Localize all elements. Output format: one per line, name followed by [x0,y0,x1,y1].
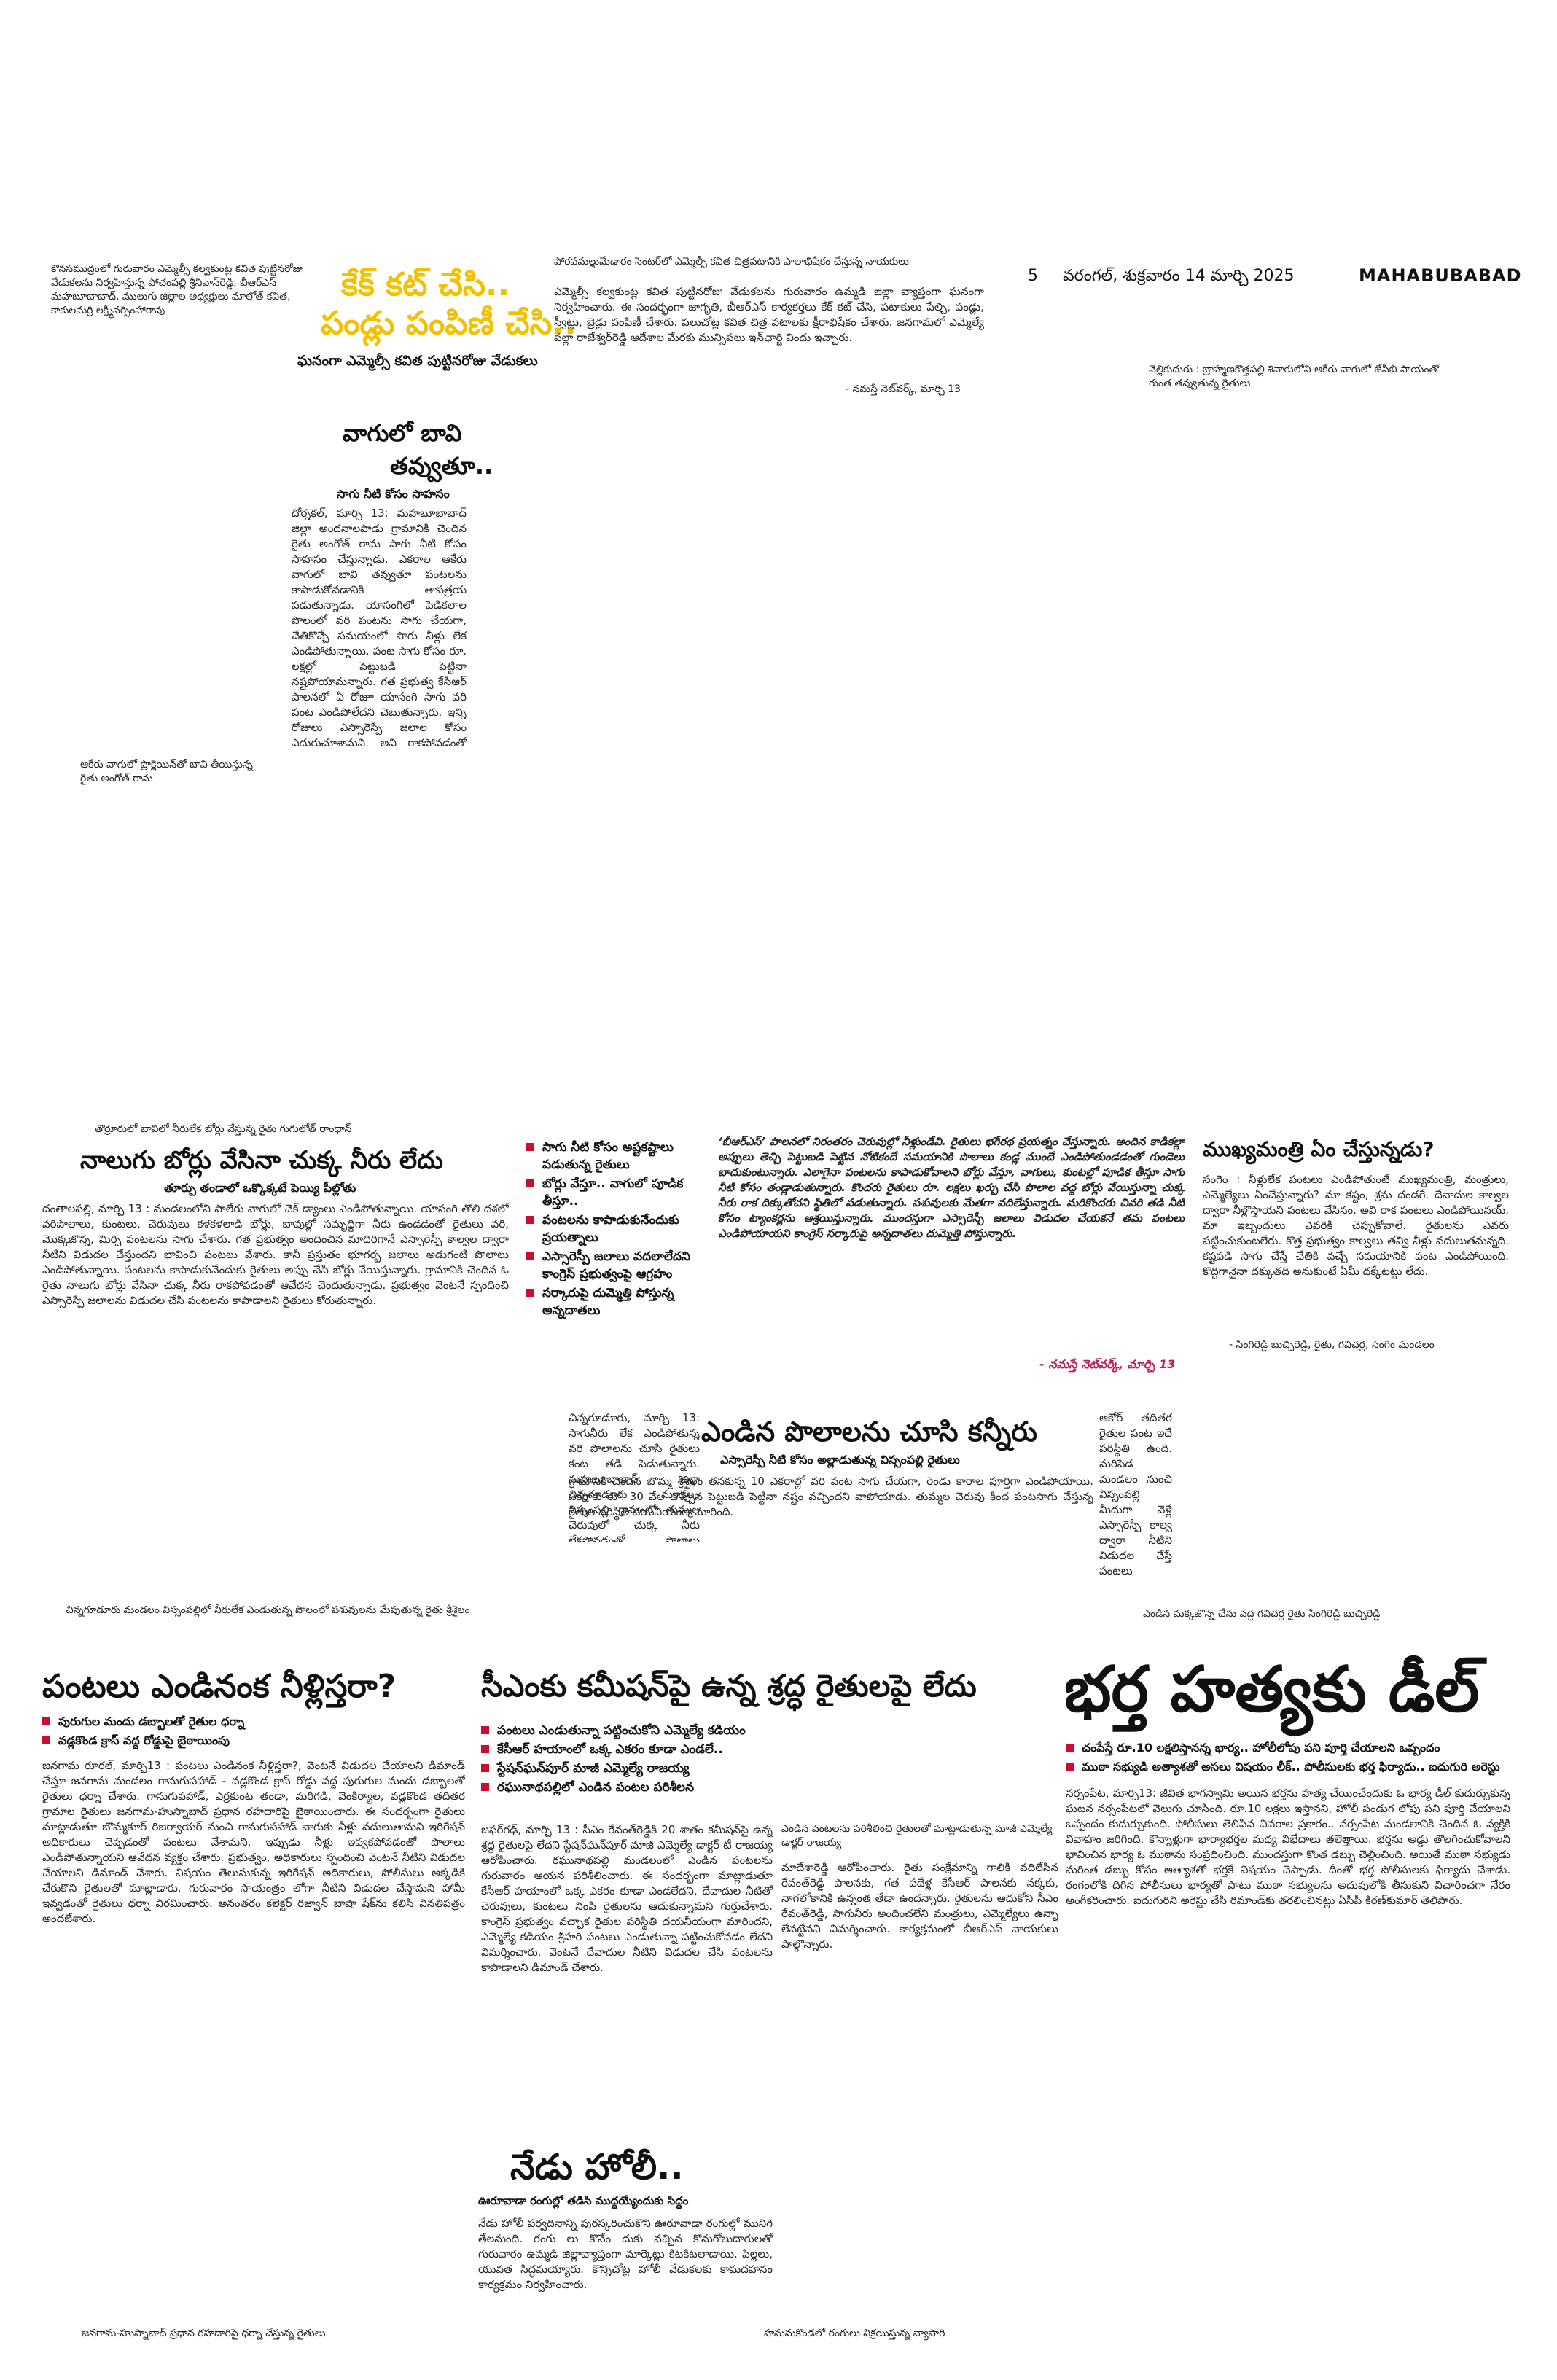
commission-bullet: కేసీఆర్ హయాంలో ఒక్క ఎకరం కూడా ఎండలే.. [481,1741,889,1758]
kavitha-subhead: ఘనంగా ఎమ్మెల్సీ కవిత పుట్టినరోజు వేడుకలు [297,353,538,369]
neellu-bullet: పురుగుల మందు డబ్బాలతో రైతుల ధర్నా [42,1713,450,1731]
summary-bullet: పంటలను కాపాడుకునేందుకు ప్రయత్నాలు [526,1212,701,1246]
edition-name: MAHABUBABAD [1359,265,1522,286]
vaagu-body-tail [82,789,461,830]
kanneeru-subhead: ఎస్సారెస్పీ నీటి కోసం అల్లాడుతున్న విస్స… [720,1453,960,1467]
summary-bullet: బోర్లు వేస్తూ.. వాగులో పూడిక తీస్తూ.. [526,1175,701,1210]
deal-headline: భర్త హత్యకు డీల్ [1064,1653,1480,1726]
commission-body-right: మాదేశారెడ్డి ఆరోపించారు. రైతు సంక్షేమాన్… [781,1861,1058,1951]
neellu-photo-caption: జనగామ-హుస్నాబాద్ ప్రధాన రహదారిపై ధర్నా చ… [82,2328,326,2339]
holi-headline: నేడు హోలీ.. [510,2147,684,2188]
page-number: 5 [1028,267,1038,285]
vaagu-photo-caption: ఆకేరు వాగులో ప్రొక్లెయిన్‌తో బావి తీయిస్… [80,759,253,784]
neellu-body: జనగామ రూరల్, మార్చి13 : పంటలు ఎండినంక నీ… [42,1759,465,1925]
deal-bullets: చంపేస్తే రూ.10 లక్షలిస్తానన్న భార్య.. హో… [1066,1739,1510,1777]
kanneeru-headline: ఎండిన పొలాలను చూసి కన్నీరు [701,1416,1037,1448]
vaagu-headline-2: తవ్వుతూ.. [390,452,493,480]
borlu-photo-caption: తొర్రూరులో బావిలో నీరులేక బోర్లు వేస్తున… [95,1123,352,1135]
commission-photo-caption: ఎండిన పంటలను పరిశీలించి రైతులతో మాట్లాడు… [781,1823,1053,1849]
cm-photo-caption: ఎండిన మక్కజొన్న చేను వద్ద గవిచర్ల రైతు స… [1143,1608,1381,1620]
holi-subhead: ఊరూవాడా రంగుల్లో తడిసి ముద్దయ్యేందుకు సి… [478,2194,689,2207]
holi-body: నేడు హోలీ పర్వదినాన్ని పురస్కరించుకొని ఊ… [478,2217,773,2291]
summary-credit: - నమస్తే నెట్‌వర్క్, మార్చి 13 [1039,1357,1176,1371]
kavitha-credit: - నమస్తే నెట్‌వర్క్, మార్చి 13 [846,383,961,395]
kavitha-headline-2: పండ్లు పంపిణీ చేసి.. [321,305,577,342]
page-date: వరంగల్, శుక్రవారం 14 మార్చి 2025 [1063,267,1295,285]
kanneeru-body-left: చిన్నగూడూరు, మార్చి 13: సాగునీరు లేక ఎండ… [569,1411,700,1542]
commission-bullet: స్టేషన్‌ఘన్‌పూర్ మాజీ ఎమ్మెల్యే రాజయ్య [481,1760,889,1777]
neellu-bullet: వడ్లకొండ క్రాస్ వద్ద రోడ్డుపై బైఠాయింపు [42,1732,450,1749]
commission-body: జఫర్‌గఢ్, మార్చి 13 : సీఎం రేవంత్‌రెడ్డి… [481,1823,773,1974]
vaagu-body: దోర్నకల్, మార్చి 13: మహబూబాబాద్ జిల్లా అ… [292,507,467,746]
deal-bullet: చంపేస్తే రూ.10 లక్షలిస్తానన్న భార్య.. హో… [1066,1739,1510,1757]
summary-bullets: సాగు నీటి కోసం అష్టకష్టాలు పడుతున్న రైతు… [526,1139,701,1321]
summary-bullet: సర్కారుపై దుమ్మెత్తి పోస్తున్న అన్నదాతలు [526,1284,701,1319]
kavitha-photo-caption: పోరవమల్లుమేడారం సెంటర్‌లో ఎమ్మెల్సీ కవిత… [554,256,909,268]
top-left-caption: కొనసముద్రంలో గురువారం ఎమ్మెల్సీ కల్వకుంట… [51,263,303,316]
summary-bullet: సాగు నీటి కోసం అష్టకష్టాలు పడుతున్న రైతు… [526,1139,701,1174]
neellu-headline: పంటలు ఎండినంక నీళ్లిస్తరా? [42,1668,397,1705]
cm-credit: - సింగిరెడ్డి బుచ్చిరెడ్డి, రైతు, గవిచర్… [1229,1339,1435,1351]
borlu-body: దంతాలపల్లి, మార్చి 13 : మండలంలోని పాలేరు… [42,1202,509,1307]
commission-bullet: పంటలు ఎండుతున్నా పట్టించుకోని ఎమ్మెల్యే … [481,1722,889,1739]
neellu-bullets: పురుగుల మందు డబ్బాలతో రైతుల ధర్నా వడ్లకొ… [42,1713,450,1751]
kavitha-headline-1: కేక్ కట్ చేసి.. [341,266,510,303]
borlu-subhead: తూర్పు తండాలో ఒక్కొక్కటే పెయ్యి పీల్లోతు [164,1181,356,1195]
kanneeru-photo-caption: చిన్నగూడూరు మండలం విస్సంపల్లిలో నీరులేక … [66,1604,470,1616]
summary-bullet: ఎస్సారెస్పీ జలాలు వదలాలేదని కాంగ్రెస్ ప్… [526,1248,701,1283]
summary-body: ‘బీఆర్ఎస్’ పాలనలో నిరంతరం చెరువుల్లో నీళ… [718,1135,1185,1240]
kavitha-body: ఎమ్మెల్సీ కల్వకుంట్ల కవిత పుట్టినరోజు వే… [554,285,984,344]
cm-body: సంగెం : నీళ్లులేక పంటలు ఎండిపోతుంటే ముఖ్… [1203,1173,1509,1278]
borlu-headline: నాలుగు బోర్లు వేసినా చుక్క నీరు లేదు [80,1146,443,1175]
kanneeru-body-right: ఆకోర్ తదితర రైతుల పంట ఇదే పరిస్థితి ఉంది… [1099,1411,1172,1577]
kanneeru-body-mid: గ్రామానికి చెందిన బొమ్మ శ్రీశైలం తనకున్న… [569,1475,1093,1518]
top-right-caption: నెల్లికుదురు : బ్రాహ్మణకొత్తపల్లి శివారు… [1149,364,1440,389]
deal-body: నర్సంపేట, మార్చి13: జీవిత భాగస్వామి అయిన… [1066,1787,1510,1907]
commission-bullet: రఘునాథపల్లిలో ఎండిన పంటల పరిశీలన [481,1779,889,1796]
commission-bullets: పంటలు ఎండుతున్నా పట్టించుకోని ఎమ్మెల్యే … [481,1722,889,1798]
commission-headline: సీఎంకు కమీషన్‌పై ఉన్న శ్రద్ధ రైతులపై లేద… [481,1668,977,1704]
vaagu-headline-1: వాగులో బావి [343,419,462,447]
holi-photo-caption: హనుమకొండలో రంగులు విక్రయిస్తున్న వ్యాపార… [764,2328,945,2339]
vaagu-subhead: సాగు నీటి కోసం సాహసం [337,487,450,501]
cm-headline: ముఖ్యమంత్రి ఏం చేస్తున్నడు? [1203,1137,1435,1161]
deal-bullet: ముఠా సభ్యుడి అత్యాశతో అసలు విషయం లీక్.. … [1066,1758,1510,1776]
